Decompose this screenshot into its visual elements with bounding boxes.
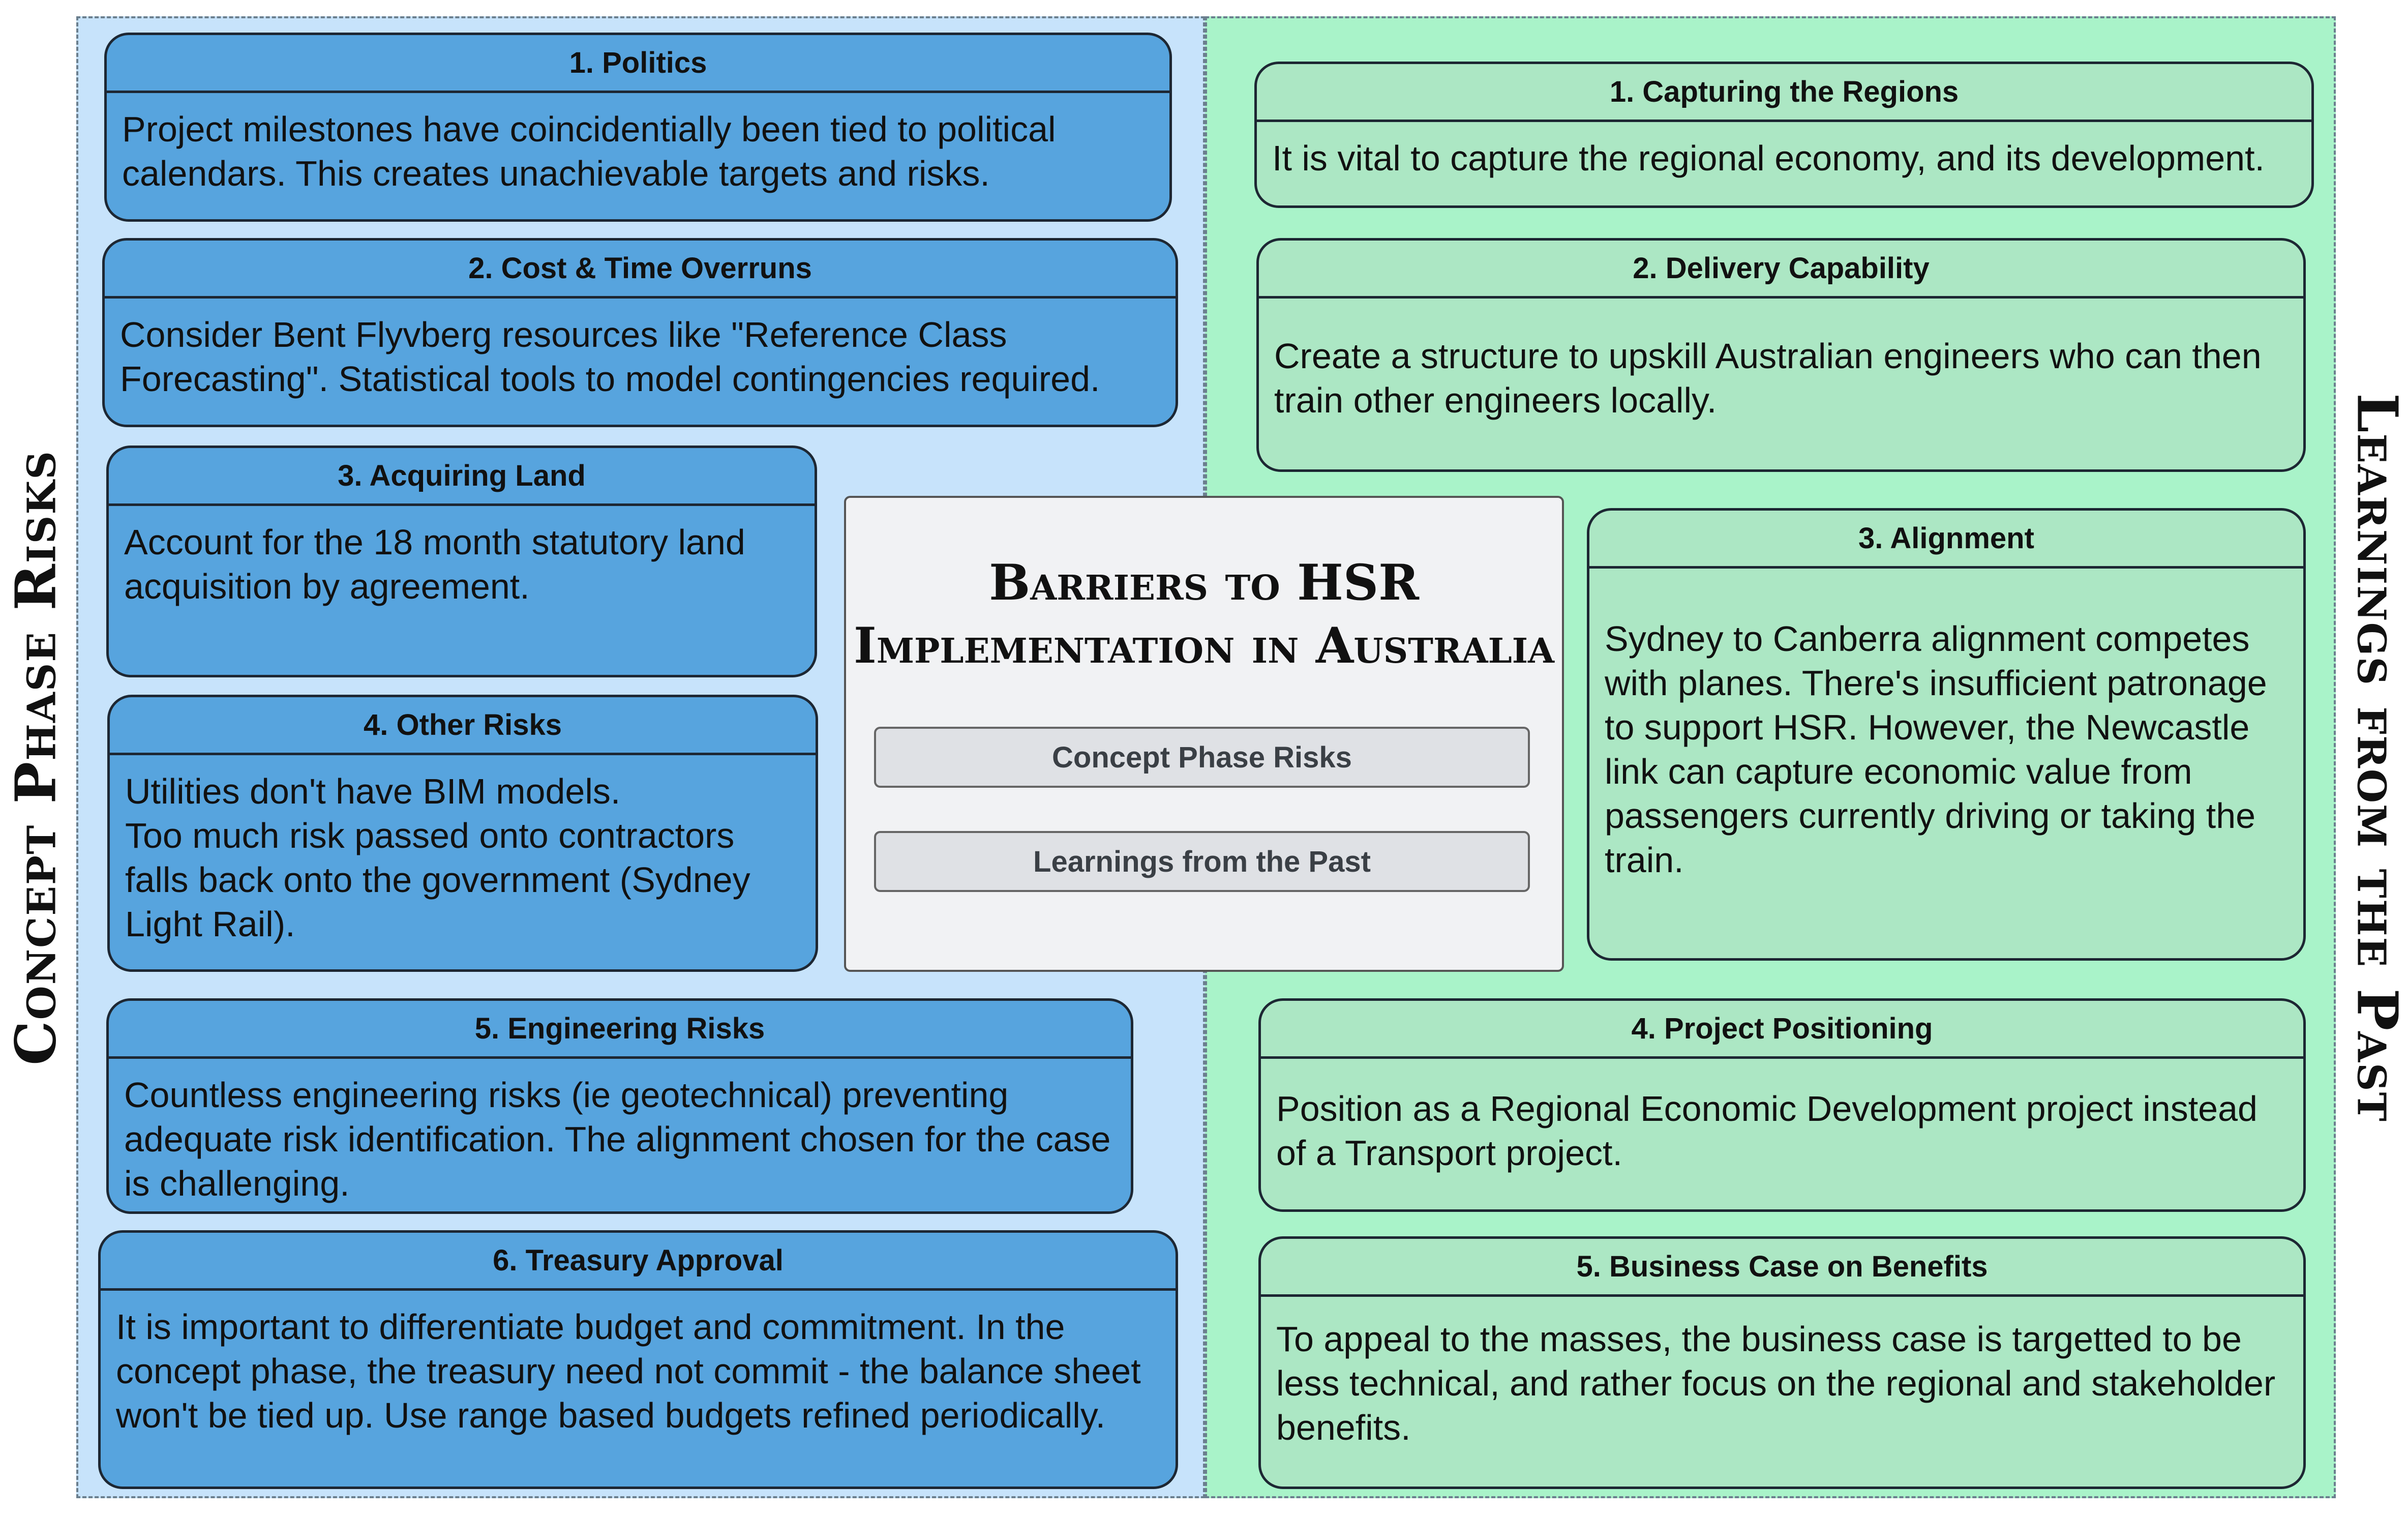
card-body: Sydney to Canberra alignment competes wi… [1605,619,2267,880]
card-body: Position as a Regional Economic Developm… [1276,1089,2258,1173]
risk-card-acquiring-land: 3. Acquiring Land Account for the 18 mon… [106,445,817,677]
card-title: 1. Politics [107,35,1169,93]
learning-card-alignment: 3. Alignment Sydney to Canberra alignmen… [1587,508,2306,961]
learning-card-capturing-regions: 1. Capturing the Regions It is vital to … [1254,62,2314,208]
card-title: 4. Other Risks [110,697,816,755]
card-body: Create a structure to upskill Australian… [1274,336,2262,420]
card-body: It is important to differentiate budget … [116,1307,1141,1435]
card-title: 4. Project Positioning [1261,1001,2303,1059]
risk-card-other-risks: 4. Other Risks Utilities don't have BIM … [107,695,818,972]
risk-card-treasury-approval: 6. Treasury Approval It is important to … [98,1230,1178,1489]
risk-card-politics: 1. Politics Project milestones have coin… [104,33,1172,222]
diagram-title: Barriers to HSR Implementation in Austra… [853,554,1555,674]
learning-card-business-case: 5. Business Case on Benefits To appeal t… [1258,1236,2306,1489]
card-body: Utilities don't have BIM models. Too muc… [125,771,750,944]
card-title: 1. Capturing the Regions [1257,64,2311,122]
card-title: 3. Acquiring Land [109,448,815,506]
card-body: To appeal to the masses, the business ca… [1276,1319,2276,1447]
legend-learnings-from-the-past: Learnings from the Past [874,831,1530,892]
risk-card-cost-time-overruns: 2. Cost & Time Overruns Consider Bent Fl… [102,238,1178,427]
card-title: 5. Engineering Risks [109,1001,1131,1059]
legend-concept-phase-risks: Concept Phase Risks [874,727,1530,788]
card-title: 2. Cost & Time Overruns [105,241,1176,299]
card-title: 2. Delivery Capability [1259,241,2303,299]
card-body: It is vital to capture the regional econ… [1272,138,2265,178]
card-title: 3. Alignment [1589,511,2303,569]
center-title-box: Barriers to HSR Implementation in Austra… [844,496,1564,972]
card-body: Countless engineering risks (ie geotechn… [124,1075,1111,1203]
card-body: Account for the 18 month statutory land … [124,522,745,606]
right-side-label: Learnings from the Past [2344,393,2408,1122]
card-body: Project milestones have coincidentially … [122,109,1056,193]
risk-card-engineering-risks: 5. Engineering Risks Countless engineeri… [106,998,1133,1214]
learning-card-project-positioning: 4. Project Positioning Position as a Reg… [1258,998,2306,1212]
card-body: Consider Bent Flyvberg resources like "R… [120,315,1100,399]
card-title: 5. Business Case on Benefits [1261,1239,2303,1297]
left-side-label: Concept Phase Risks [3,450,69,1065]
card-title: 6. Treasury Approval [101,1233,1176,1291]
learning-card-delivery-capability: 2. Delivery Capability Create a structur… [1256,238,2306,472]
